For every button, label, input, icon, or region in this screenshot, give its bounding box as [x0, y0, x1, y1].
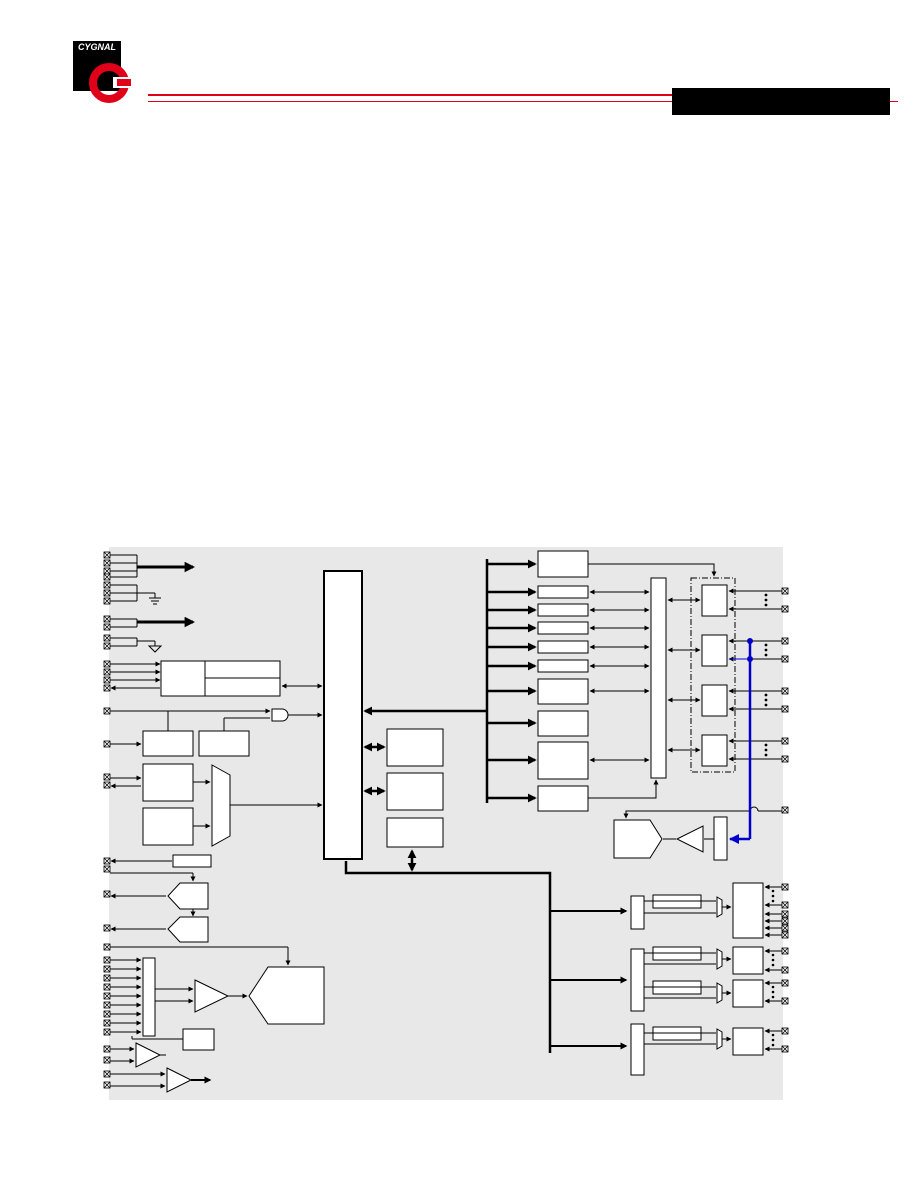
header-rule-thin	[148, 101, 674, 102]
peripheral-blocks	[537, 550, 589, 812]
cygnal-logo	[73, 41, 133, 103]
header-black-bar	[672, 88, 890, 115]
memory-blocks	[386, 728, 444, 848]
cpu-core	[323, 570, 363, 860]
header-rule-tail	[890, 101, 898, 102]
header-rule	[148, 94, 674, 96]
port-latches	[701, 584, 728, 767]
diagram-background	[109, 547, 783, 1100]
logo-wordmark: CYGNAL	[78, 42, 116, 52]
debug-block	[160, 660, 281, 697]
port-io-box	[690, 577, 736, 773]
ellipsis-dots	[764, 593, 768, 757]
thick-outputs	[137, 561, 196, 628]
page-header: CYGNAL	[0, 0, 918, 130]
crossbar	[650, 577, 667, 779]
pin-glyphs-left	[103, 551, 111, 1089]
pin-glyphs-right	[781, 587, 789, 1053]
